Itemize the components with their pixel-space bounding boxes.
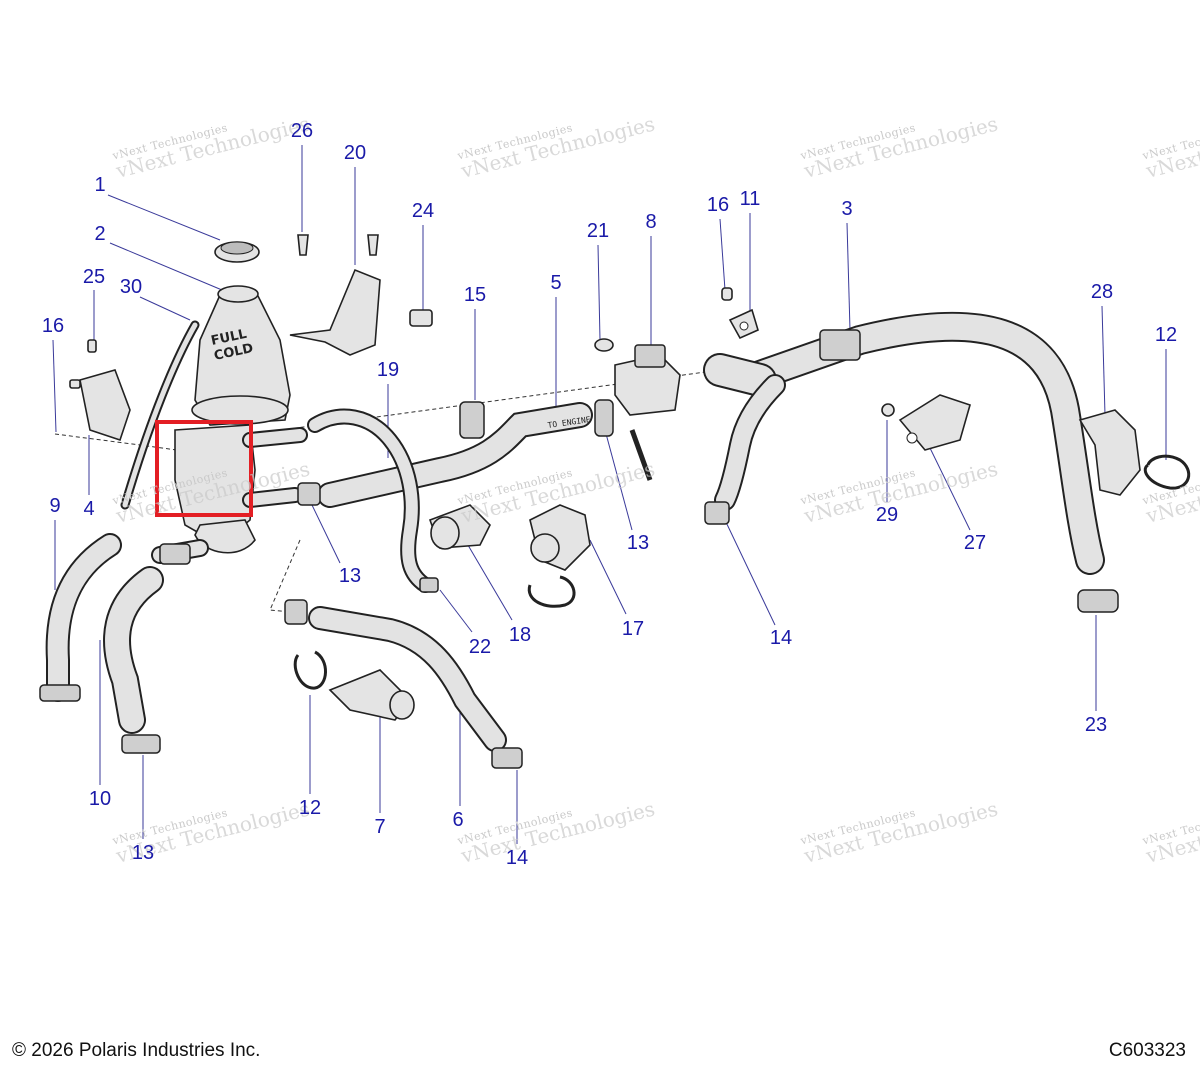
callout-27: 27 xyxy=(963,532,987,554)
callout-8: 8 xyxy=(645,211,657,233)
callout-13: 13 xyxy=(338,565,362,587)
callout-7: 7 xyxy=(374,816,386,838)
hose-9 xyxy=(39,533,122,702)
callout-1: 1 xyxy=(94,174,106,196)
callout-11: 11 xyxy=(739,188,761,210)
callout-17: 17 xyxy=(621,618,645,640)
callout-13: 13 xyxy=(131,842,155,864)
clamps xyxy=(159,399,1119,613)
hose-6 xyxy=(284,599,523,769)
fitting-17 xyxy=(527,504,591,608)
callout-29: 29 xyxy=(875,504,899,526)
highlight-box xyxy=(155,420,253,517)
callout-16: 16 xyxy=(706,194,730,216)
callout-9: 9 xyxy=(49,495,61,517)
bracket-11 xyxy=(721,287,759,340)
cap-1 xyxy=(214,241,260,263)
bracket-20 xyxy=(289,234,433,356)
tank-full-label: FULL xyxy=(210,327,248,349)
callout-30: 30 xyxy=(119,276,143,298)
callout-19: 19 xyxy=(376,359,400,381)
callout-3: 3 xyxy=(841,198,853,220)
fitting-18 xyxy=(428,504,491,550)
callout-20: 20 xyxy=(343,142,367,164)
callout-25: 25 xyxy=(82,266,106,288)
callout-12: 12 xyxy=(1154,324,1178,346)
callout-12: 12 xyxy=(298,797,322,819)
leader-lines xyxy=(52,145,1167,844)
callout-15: 15 xyxy=(463,284,487,306)
callout-10: 10 xyxy=(88,788,112,810)
callout-6: 6 xyxy=(452,809,464,831)
callout-4: 4 xyxy=(83,498,95,520)
callout-26: 26 xyxy=(290,120,314,142)
callout-21: 21 xyxy=(586,220,610,242)
callout-13: 13 xyxy=(626,532,650,554)
thermostat-housing-8 xyxy=(594,338,681,416)
callout-14: 14 xyxy=(505,847,529,869)
hose-5 xyxy=(317,402,593,508)
callout-23: 23 xyxy=(1084,714,1108,736)
copyright-text: © 2026 Polaris Industries Inc. xyxy=(12,1040,261,1061)
fitting-28 xyxy=(1078,409,1191,496)
callout-14: 14 xyxy=(769,627,793,649)
callout-18: 18 xyxy=(508,624,532,646)
bracket-27 xyxy=(881,394,971,451)
callout-24: 24 xyxy=(411,200,435,222)
callout-22: 22 xyxy=(468,636,492,658)
vent-hose-30 xyxy=(120,320,200,510)
coolant-tank-2: FULL COLD xyxy=(191,285,291,426)
bracket-4 xyxy=(69,339,131,442)
callout-2: 2 xyxy=(94,223,106,245)
hose-10 xyxy=(103,566,164,754)
hose-19 xyxy=(307,408,433,593)
callout-5: 5 xyxy=(550,272,562,294)
diagram-code: C603323 xyxy=(1108,1040,1186,1061)
callout-16: 16 xyxy=(41,315,65,337)
fitting-7 xyxy=(293,650,415,721)
callout-28: 28 xyxy=(1090,281,1114,303)
hose-3 xyxy=(703,311,1105,575)
